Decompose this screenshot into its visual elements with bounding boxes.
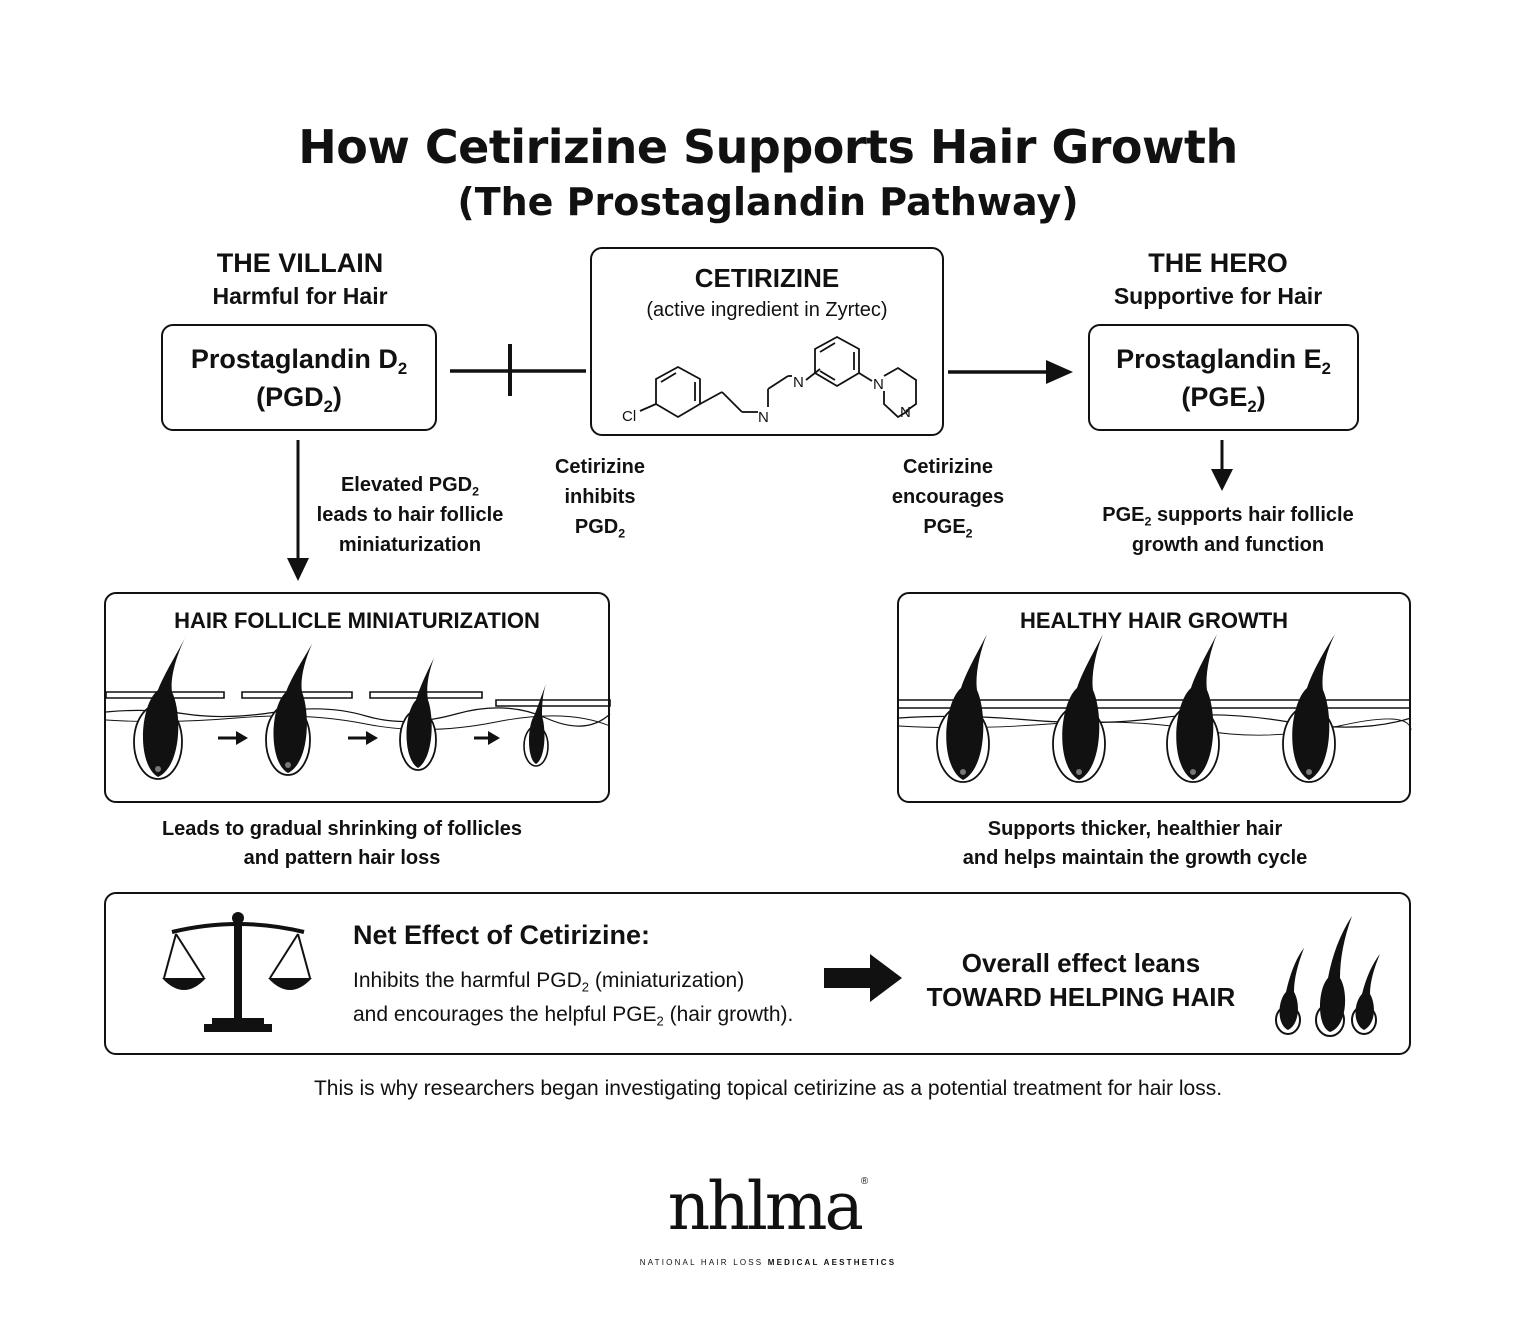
miniaturization-caption: Leads to gradual shrinking of follicles … bbox=[161, 818, 523, 869]
villain-heading: THE VILLAIN bbox=[216, 248, 384, 278]
page-subtitle: (The Prostaglandin Pathway) bbox=[457, 180, 1079, 224]
cetirizine-subtitle: (active ingredient in Zyrtec) bbox=[646, 299, 888, 321]
balance-scale-icon bbox=[162, 912, 312, 1032]
atom-n-label-2: N bbox=[793, 374, 804, 391]
miniaturization-panel: HAIR FOLLICLE MINIATURIZATION bbox=[104, 592, 611, 803]
footnote: This is why researchers began investigat… bbox=[313, 1077, 1223, 1100]
pgd2-abbr: (PGD2) bbox=[256, 382, 342, 416]
atom-n-label-3: N bbox=[873, 376, 884, 393]
cetirizine-molecule-icon: Cl N N N N bbox=[622, 335, 917, 426]
net-effect-title: Net Effect of Cetirizine: bbox=[353, 920, 651, 950]
net-effect-result: Overall effect leans TOWARD HELPING HAIR bbox=[926, 948, 1236, 1012]
pgd2-name: Prostaglandin D2 bbox=[190, 344, 408, 378]
healthy-growth-panel: HEALTHY HAIR GROWTH bbox=[897, 592, 1412, 803]
healthy-follicles-icon bbox=[898, 634, 1412, 783]
logo-tagline: NATIONAL HAIR LOSS MEDICAL AESTHETICS bbox=[639, 1258, 897, 1267]
arrow-down-hero-icon bbox=[1211, 440, 1233, 491]
pge2-box: Prostaglandin E2 (PGE2) bbox=[1088, 324, 1359, 431]
healthy-growth-title: HEALTHY HAIR GROWTH bbox=[1019, 608, 1289, 633]
big-arrow-right-icon bbox=[824, 954, 902, 1002]
cetirizine-title: CETIRIZINE bbox=[694, 263, 840, 293]
villain-effect-text: Elevated PGD2 leads to hair follicle min… bbox=[316, 474, 504, 556]
logo-wordmark: nhlma bbox=[667, 1168, 864, 1245]
inhibit-connector-icon bbox=[450, 344, 586, 396]
net-effect-text: Inhibits the harmful PGD2 (miniaturizati… bbox=[353, 969, 794, 1029]
shrinking-follicles-icon bbox=[105, 636, 611, 780]
net-effect-box: Net Effect of Cetirizine: Inhibits the h… bbox=[104, 892, 1411, 1055]
villain-subheading: Harmful for Hair bbox=[212, 283, 388, 309]
hero-subheading: Supportive for Hair bbox=[1113, 283, 1323, 309]
pgd2-box: Prostaglandin D2 (PGD2) bbox=[161, 324, 437, 431]
logo-registered: ® bbox=[860, 1176, 869, 1187]
pge2-abbr: (PGE2) bbox=[1181, 382, 1266, 416]
miniaturization-title: HAIR FOLLICLE MINIATURIZATION bbox=[174, 608, 540, 633]
nhlma-logo: nhlma® bbox=[568, 1168, 968, 1245]
arrow-right-encourage-icon bbox=[948, 360, 1073, 384]
hero-effect-text: PGE2 supports hair follicle growth and f… bbox=[1102, 504, 1354, 556]
cetirizine-box: CETIRIZINE (active ingredient in Zyrtec) bbox=[590, 247, 944, 436]
hair-strands-icon bbox=[1275, 916, 1380, 1037]
pge2-name: Prostaglandin E2 bbox=[1116, 344, 1331, 378]
encourages-text: Cetirizine encourages PGE2 bbox=[891, 456, 1005, 541]
healthy-follicle-group bbox=[936, 634, 1336, 783]
atom-cl-label: Cl bbox=[622, 408, 636, 425]
hero-heading: THE HERO bbox=[1148, 248, 1288, 278]
page-title: How Cetirizine Supports Hair Growth bbox=[298, 120, 1238, 174]
atom-n-label-1: N bbox=[758, 409, 769, 426]
arrow-down-villain-icon bbox=[287, 440, 309, 581]
atom-n-label-4: N bbox=[900, 404, 911, 421]
inhibits-text: Cetirizine inhibits PGD2 bbox=[554, 456, 646, 541]
healthy-growth-caption: Supports thicker, healthier hair and hel… bbox=[962, 818, 1308, 869]
